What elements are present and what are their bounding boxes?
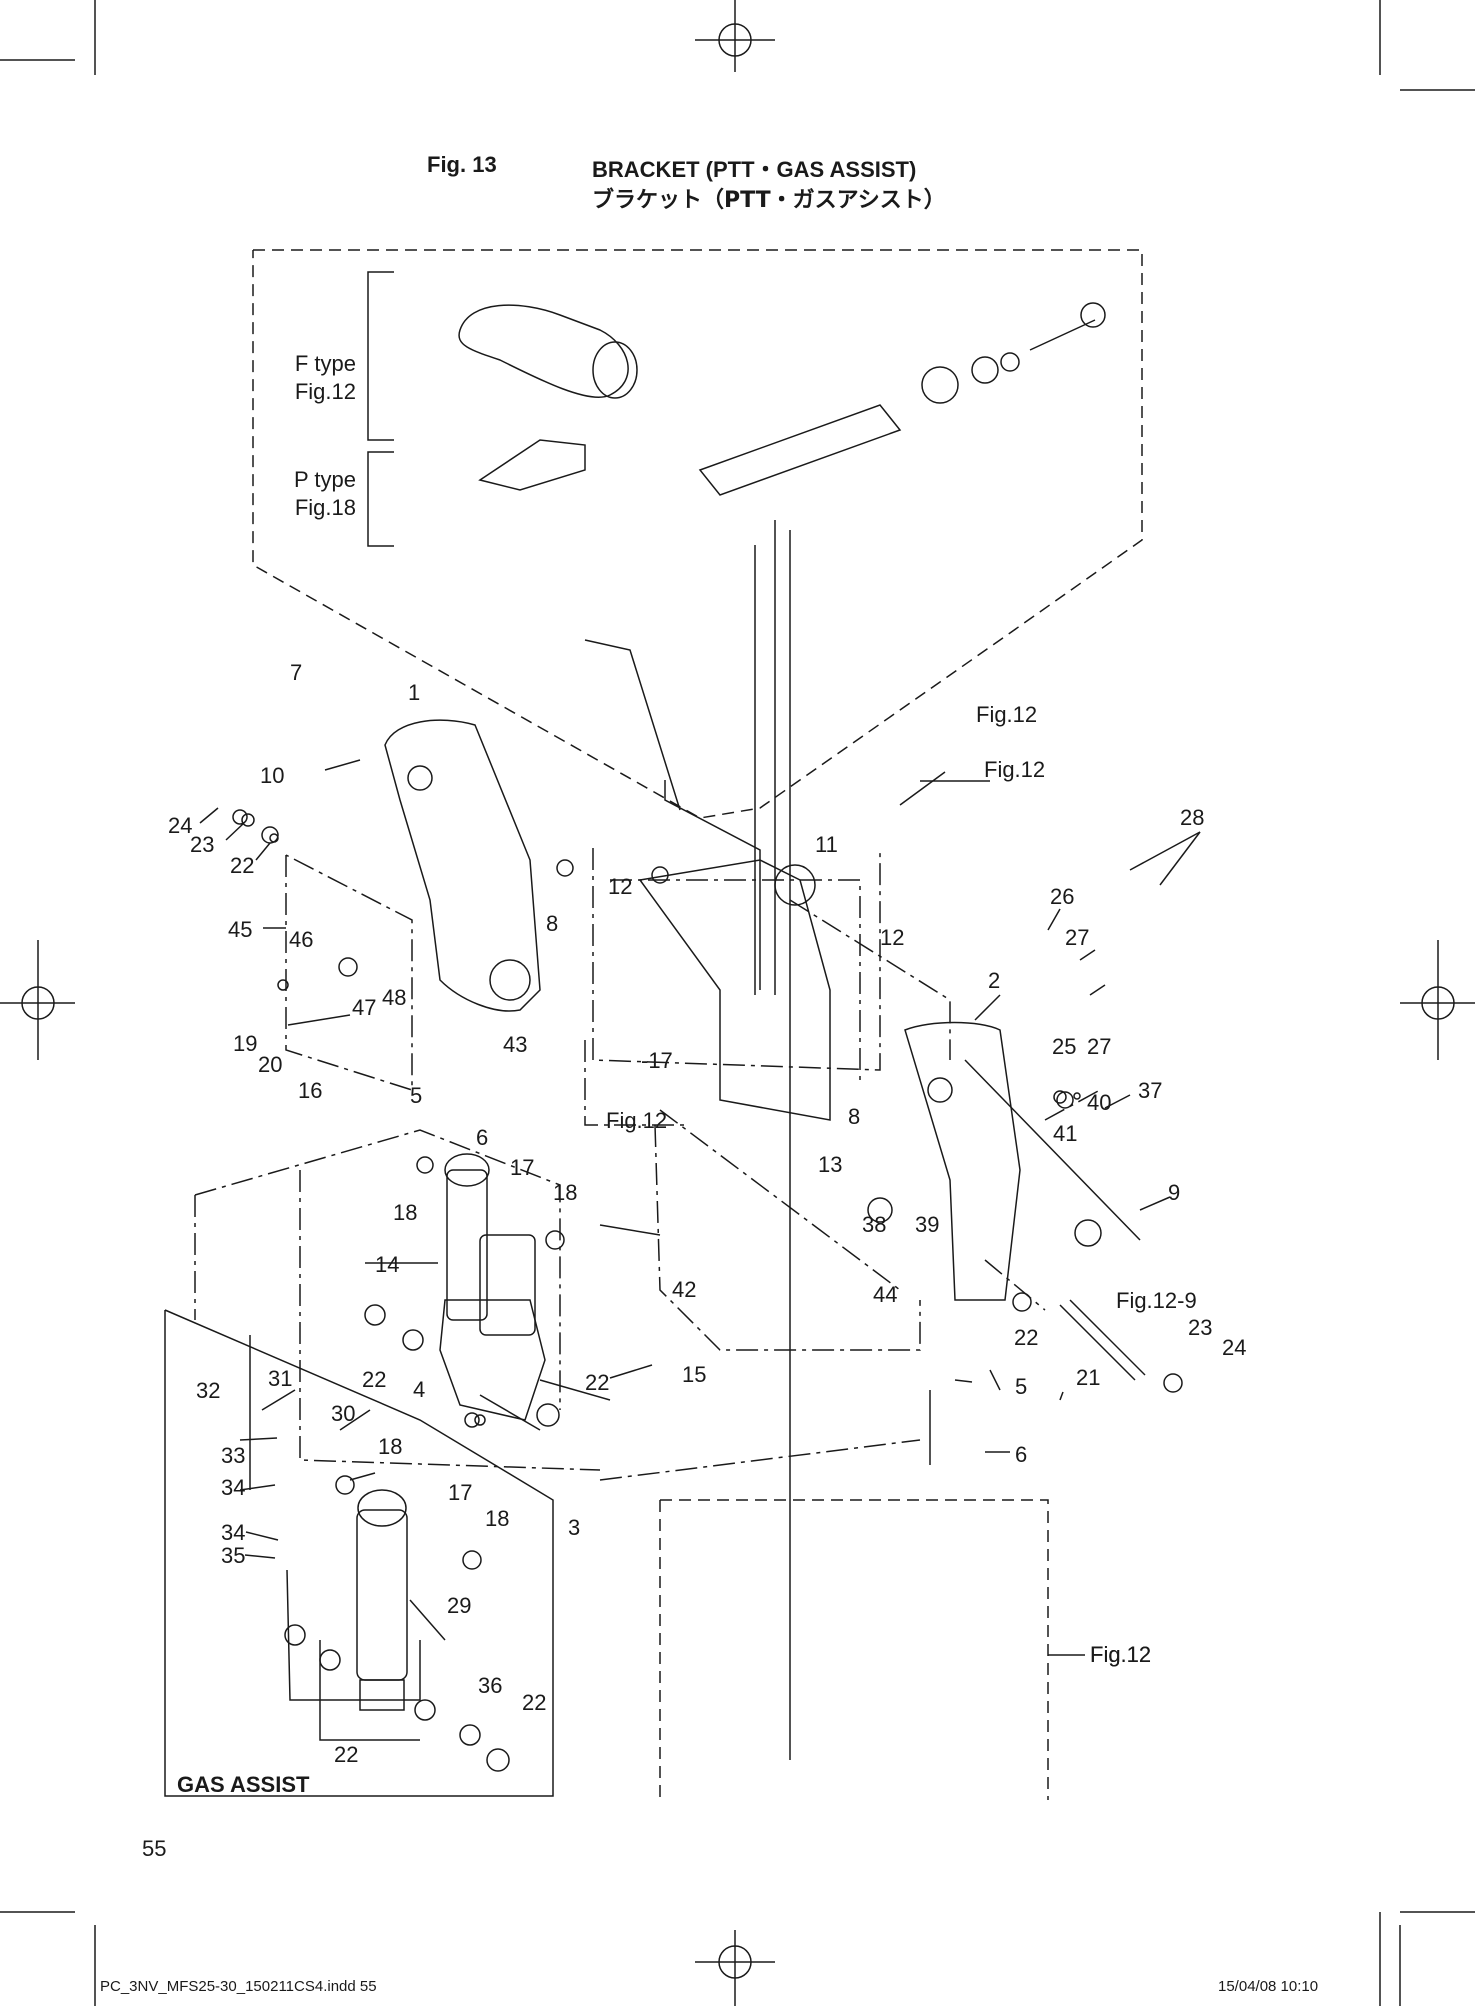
callout-11: 11 xyxy=(815,832,838,857)
callout-34: 34 xyxy=(221,1475,245,1500)
callout-25: 25 xyxy=(1052,1034,1076,1059)
callout-2: 2 xyxy=(988,968,1000,993)
callout-6: 6 xyxy=(476,1125,488,1150)
callout-7: 7 xyxy=(290,660,302,685)
callout-36: 36 xyxy=(478,1673,502,1698)
callout-23: 23 xyxy=(1188,1315,1212,1340)
callout-9: 9 xyxy=(1168,1180,1180,1205)
footer-date: 15/04/08 10:10 xyxy=(1218,1978,1319,1995)
callout-24: 24 xyxy=(168,813,192,838)
callout-fig-12-9: Fig.12-9 xyxy=(1116,1288,1197,1313)
callout-46: 46 xyxy=(289,927,313,952)
callout-26: 26 xyxy=(1050,884,1074,909)
callout-21: 21 xyxy=(1076,1365,1100,1390)
callout-23: 23 xyxy=(190,832,214,857)
callout-38: 38 xyxy=(862,1212,886,1237)
callout-10: 10 xyxy=(260,763,284,788)
callout-3: 3 xyxy=(568,1515,580,1540)
callout-14: 14 xyxy=(375,1252,399,1277)
callout-47: 47 xyxy=(352,995,376,1020)
callout-33: 33 xyxy=(221,1443,245,1468)
callout-fig-12: Fig.12 xyxy=(984,757,1045,782)
figure-number: Fig. 13 xyxy=(427,152,497,177)
callout-37: 37 xyxy=(1138,1078,1162,1103)
gas-assist-label: GAS ASSIST xyxy=(177,1772,310,1797)
leader-lines xyxy=(199,759,1201,1656)
callout-17: -17 xyxy=(641,1048,673,1073)
p-type-text: P type xyxy=(294,467,356,492)
callout-39: 39 xyxy=(915,1212,939,1237)
callout-30: 30 xyxy=(331,1401,355,1426)
callout-5: 5 xyxy=(410,1083,422,1108)
callout-1: 1 xyxy=(408,680,420,705)
footer-file: PC_3NV_MFS25-30_150211CS4.indd 55 xyxy=(100,1978,377,1995)
part-shapes xyxy=(232,302,1183,1772)
f-type-ref: Fig.12 xyxy=(294,379,356,404)
callout-13: 13 xyxy=(818,1152,842,1177)
callout-22: 22 xyxy=(585,1370,609,1395)
callout-43: 43 xyxy=(503,1032,527,1057)
callout-12: 12 xyxy=(608,874,632,899)
callout-22: 22 xyxy=(1014,1325,1038,1350)
callout-18: 18 xyxy=(553,1180,577,1205)
callout-12: 12 xyxy=(880,925,904,950)
callout-27: 27 xyxy=(1087,1034,1111,1059)
callout-18: 18 xyxy=(485,1506,509,1531)
callout-17: 17 xyxy=(448,1480,472,1505)
callout-32: 32 xyxy=(196,1378,220,1403)
callout-22: 22 xyxy=(230,853,254,878)
callout-16: 16 xyxy=(298,1078,322,1103)
figure-title-jp: ブラケット（PTT・ガスアシスト） xyxy=(592,188,946,213)
callout-34: 34 xyxy=(221,1520,245,1545)
callout-4: 4 xyxy=(413,1377,425,1402)
callout-40: 40 xyxy=(1087,1090,1111,1115)
callout-19: 19 xyxy=(233,1031,257,1056)
type-brackets xyxy=(367,271,394,547)
callout-8: 8 xyxy=(546,911,558,936)
callout-28: 28 xyxy=(1180,805,1204,830)
callout-22: 22 xyxy=(522,1690,546,1715)
callout-5: 5 xyxy=(1015,1374,1027,1399)
callout-35: 35 xyxy=(221,1543,245,1568)
p-type-label: P type Fig.18 xyxy=(270,466,356,522)
callout-24: 24 xyxy=(1222,1335,1246,1360)
callout-31: 31 xyxy=(268,1366,292,1391)
callout-22: 22 xyxy=(334,1742,358,1767)
upper-dashed-region xyxy=(252,249,1143,1800)
page-number: 55 xyxy=(142,1836,167,1861)
callout-fig-12: Fig.12 xyxy=(976,702,1037,727)
callout-fig-12: Fig.12 xyxy=(606,1108,667,1133)
dash-dot-regions xyxy=(194,848,1101,1481)
callout-6: 6 xyxy=(1015,1442,1027,1467)
callout-27: 27 xyxy=(1065,925,1089,950)
figure-title: BRACKET (PTT・GAS ASSIST) xyxy=(592,157,917,182)
f-type-text: F type xyxy=(294,351,356,376)
callout-18: 18 xyxy=(393,1200,417,1225)
gas-assist-box xyxy=(164,1309,554,1797)
p-type-ref: Fig.18 xyxy=(294,495,356,520)
callout-fig-12: Fig.12 xyxy=(1090,1642,1151,1667)
callout-48: 48 xyxy=(382,985,406,1010)
callout-41: 41 xyxy=(1053,1121,1077,1146)
callout-fig-12: Fig.12 xyxy=(1090,1642,1151,1667)
callout-18: 18 xyxy=(378,1434,402,1459)
callout-15: 15 xyxy=(682,1362,706,1387)
callout-29: 29 xyxy=(447,1593,471,1618)
f-type-label: F type Fig.12 xyxy=(270,350,356,406)
callout-45: 45 xyxy=(228,917,252,942)
callout-42: 42 xyxy=(672,1277,696,1302)
callout-17: 17 xyxy=(510,1155,534,1180)
callout-44: 44 xyxy=(873,1282,897,1307)
callout-20: 20 xyxy=(258,1052,282,1077)
callout-22: 22 xyxy=(362,1367,386,1392)
assembly-lines xyxy=(249,520,1141,1760)
callout-8: 8 xyxy=(848,1104,860,1129)
